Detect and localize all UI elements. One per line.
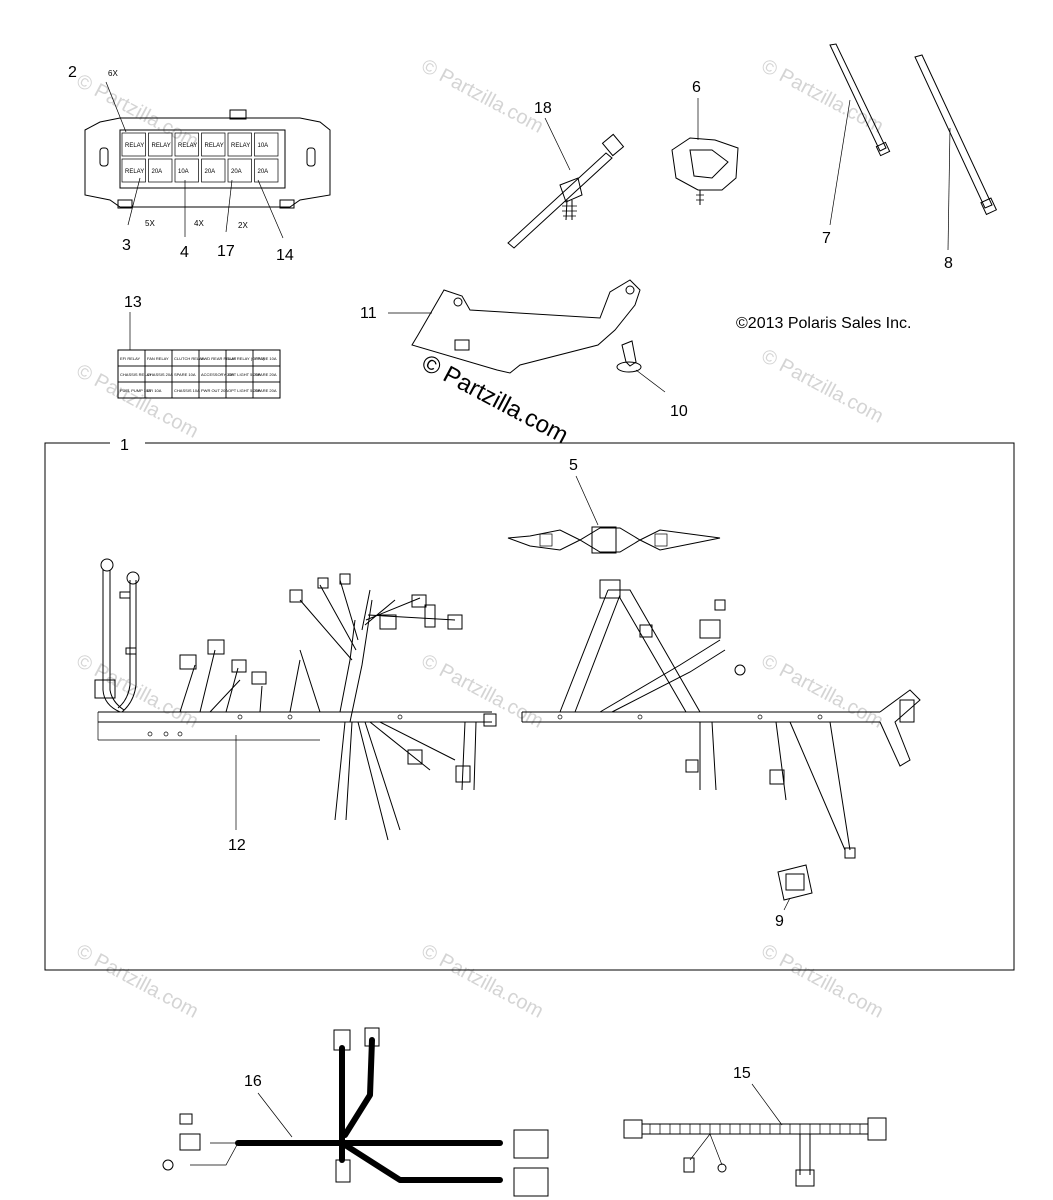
label-cell-text: FUEL PUMP 10A <box>120 388 151 393</box>
fuse-cell <box>121 158 146 183</box>
callout-7: 7 <box>822 230 831 247</box>
fuse-cell <box>121 132 146 157</box>
fuse-cell-label: 20A <box>231 169 242 175</box>
qty-6x: 6X <box>108 69 118 78</box>
bracket-part-11: 11 <box>360 279 641 374</box>
fuse-cell <box>227 132 252 157</box>
label-cell <box>252 381 281 399</box>
fuse-cell-label: RELAY <box>205 143 224 149</box>
watermark: © Partzilla.com <box>758 345 887 428</box>
callout-5: 5 <box>569 457 578 474</box>
callout-14: 14 <box>276 247 294 264</box>
fuse-cell <box>254 132 279 157</box>
label-cell-text: CLUTCH RELAY <box>174 356 204 361</box>
label-cell-text: CHASSIS 20A <box>147 372 173 377</box>
push-rivet-part-10: 10 <box>616 340 688 420</box>
watermark: © Partzilla.com <box>73 70 202 153</box>
fuse-holder-part-5: 5 <box>507 457 721 554</box>
watermark-center: © Partzilla.com <box>417 349 572 449</box>
label-cell-text: CHASSIS 10A <box>174 388 200 393</box>
callout-18: 18 <box>534 100 552 117</box>
fuse-cell-label: RELAY <box>152 143 171 149</box>
callout-8: 8 <box>944 255 953 272</box>
watermark: © Partzilla.com <box>758 940 887 1023</box>
fuse-cell-label: RELAY <box>178 143 197 149</box>
qty-4x: 4X <box>194 219 204 228</box>
label-cell-text: OPT LIGHT 5 20A <box>228 388 261 393</box>
callout-17: 17 <box>217 243 235 260</box>
label-cell-text: EFI RELAY <box>120 356 140 361</box>
connector-clip-part-6: 6 <box>671 79 739 205</box>
front-harness-part-12: 12 <box>94 558 497 854</box>
callout-9: 9 <box>775 913 784 930</box>
label-cell-text: LUS RELAY (OPT.1) <box>228 356 265 361</box>
harness-part-16: 16 <box>162 1027 549 1197</box>
label-cell-text: SPARE 10A <box>255 356 277 361</box>
fuse-cell <box>227 158 252 183</box>
fuse-cell <box>201 158 226 183</box>
watermark: © Partzilla.com <box>73 650 202 733</box>
fuse-cell <box>174 158 199 183</box>
label-cell-text: AWD REAR RELAY <box>201 356 237 361</box>
cable-tie-part-18: 18 <box>507 100 625 249</box>
harness-part-15: 15 <box>623 1065 887 1187</box>
label-cell-text: CHASSIS RELAY <box>120 372 152 377</box>
rear-harness: 9 <box>521 579 921 930</box>
callout-10: 10 <box>670 403 688 420</box>
watermark: © Partzilla.com <box>758 650 887 733</box>
cable-ties-part-7-8: 7 8 <box>822 43 998 272</box>
copyright-text: ©2013 Polaris Sales Inc. <box>736 315 911 332</box>
callout-11: 11 <box>360 305 377 322</box>
fuse-cell <box>148 158 173 183</box>
watermark: © Partzilla.com <box>418 940 547 1023</box>
label-cell-text: ACCESSORY 20A <box>201 372 235 377</box>
fuse-cell-label: RELAY <box>231 143 250 149</box>
fuse-cell-label: 10A <box>258 143 269 149</box>
callout-16: 16 <box>244 1073 262 1090</box>
callout-6: 6 <box>692 79 701 96</box>
label-cell-text: PWR OUT 20A <box>201 388 228 393</box>
callout-2: 2 <box>68 64 77 81</box>
qty-2x: 2X <box>238 221 248 230</box>
watermark: © Partzilla.com <box>418 55 547 138</box>
label-cell-text: SPARE 20A <box>255 372 277 377</box>
fuse-cell <box>201 132 226 157</box>
label-cell-text: SPARE 10A <box>174 372 196 377</box>
callout-15: 15 <box>733 1065 751 1082</box>
fuse-cell-label: RELAY <box>125 143 144 149</box>
label-cell-text: SPARE 20A <box>255 388 277 393</box>
watermarks: © Partzilla.com © Partzilla.com © Partzi… <box>73 55 887 1023</box>
callout-13: 13 <box>124 294 142 311</box>
fuse-cell <box>148 132 173 157</box>
fuse-cell-label: 20A <box>258 169 269 175</box>
watermark: © Partzilla.com <box>418 650 547 733</box>
callout-4: 4 <box>180 244 189 261</box>
fuse-cell-label: 10A <box>178 169 189 175</box>
label-cell-text: EFI 10A <box>147 388 162 393</box>
fuse-cell-label: RELAY <box>125 169 144 175</box>
fuse-cell <box>254 158 279 183</box>
fuse-box-part-2: RELAY RELAY RELAY RELAY RELAY 10A RELAY 20A 10A 2… <box>68 64 331 264</box>
callout-1: 1 <box>120 437 129 454</box>
label-cell-text: FAN RELAY <box>147 356 169 361</box>
callout-12: 12 <box>228 837 246 854</box>
callout-3: 3 <box>122 237 131 254</box>
label-cell-text: OPT LIGHT 5 20A <box>228 372 261 377</box>
main-harness-frame-part-1: 1 <box>44 437 1015 971</box>
fuse-cell <box>174 132 199 157</box>
fuse-cell-label: 20A <box>152 169 163 175</box>
qty-5x: 5X <box>145 219 155 228</box>
fuse-cell-label: 20A <box>205 169 216 175</box>
watermark: © Partzilla.com <box>73 940 202 1023</box>
